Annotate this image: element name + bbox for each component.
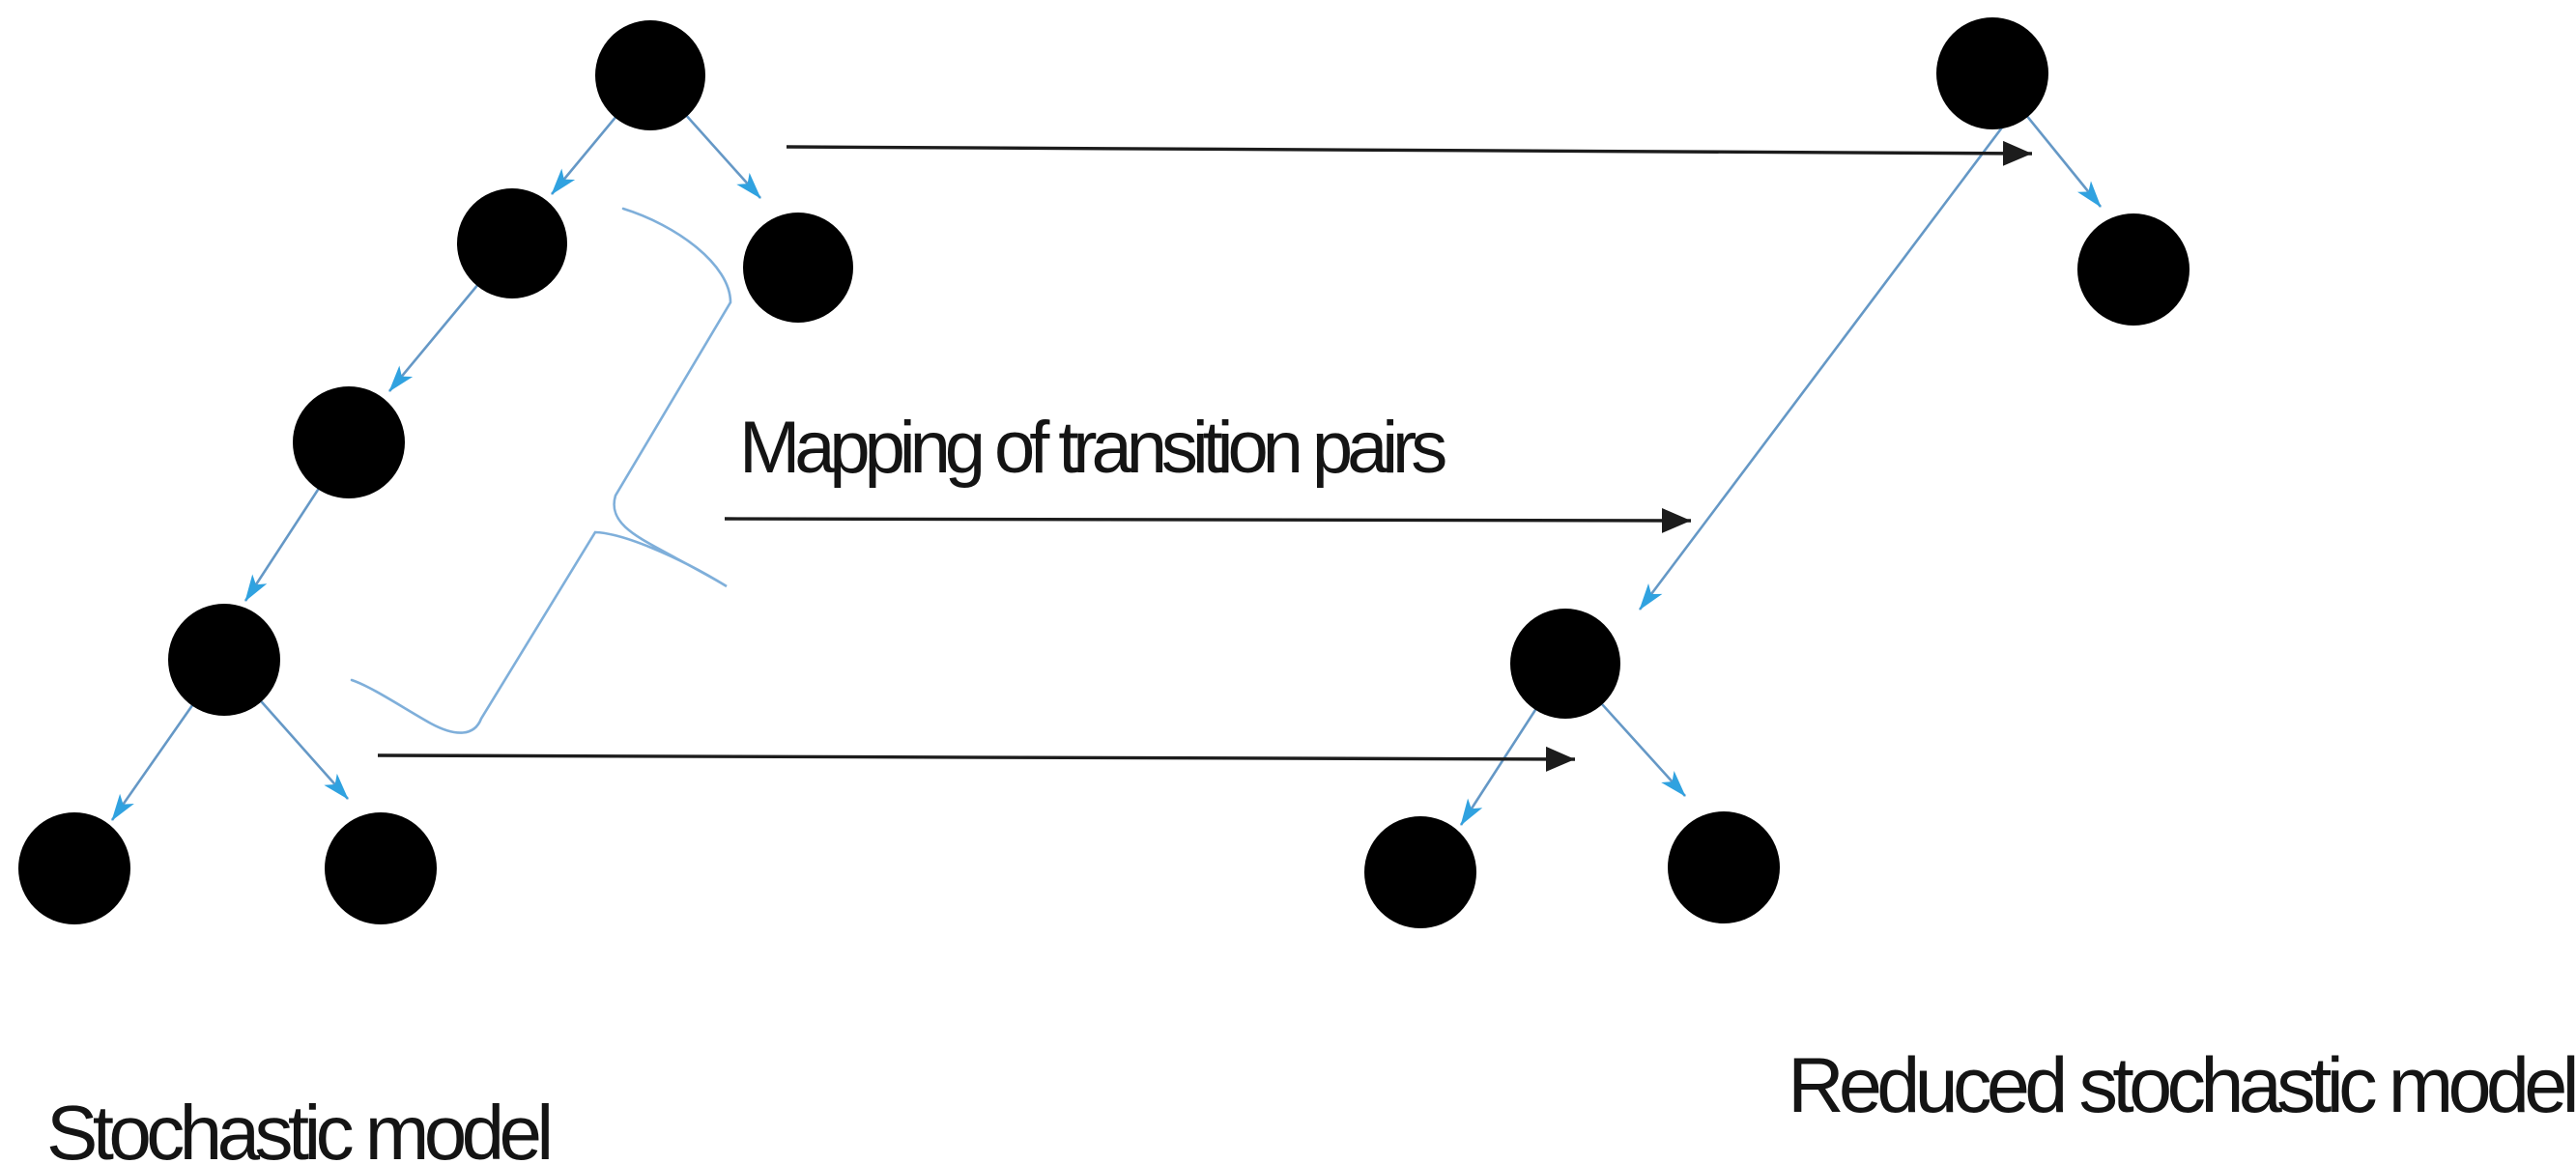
mapping-arrows-layer <box>377 140 2033 772</box>
transition-pair-brace <box>350 207 732 734</box>
state-node-r5 <box>1668 811 1780 923</box>
state-node-r3 <box>1510 609 1620 719</box>
brace-layer <box>350 207 732 734</box>
state-node-r4 <box>1364 816 1476 928</box>
state-node-s6 <box>325 812 437 924</box>
mapping-arrow-3 <box>377 746 1576 772</box>
mapping-arrow-1 <box>786 140 2033 166</box>
state-nodes-layer <box>18 17 2190 928</box>
state-node-s5 <box>18 812 130 924</box>
state-node-r2 <box>2077 213 2190 326</box>
state-node-s3 <box>293 386 405 498</box>
state-node-s2 <box>457 188 567 298</box>
label-stochastic-model: Stochastic model <box>46 1090 549 1164</box>
transition-arrow-r1-r3 <box>1638 107 2018 610</box>
state-node-s7 <box>743 213 853 323</box>
caption-mapping-of-transition-pairs: Mapping of transition pairs <box>739 407 1445 489</box>
state-node-s4 <box>168 604 280 716</box>
state-node-r1 <box>1936 17 2048 129</box>
mapping-arrow-2 <box>724 507 1692 533</box>
state-node-s1 <box>595 20 705 130</box>
label-reduced-stochastic-model: Reduced stochastic model <box>1788 1042 2575 1129</box>
